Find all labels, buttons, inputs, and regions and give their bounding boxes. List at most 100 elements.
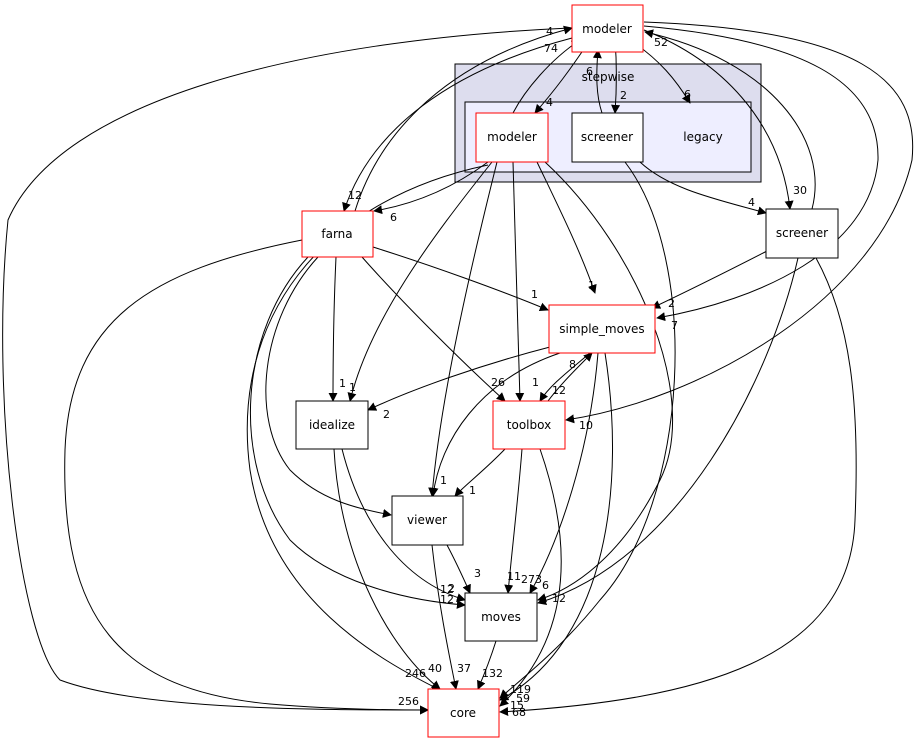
edge-label: 15 [510,699,524,712]
node-moves[interactable]: moves [464,592,538,642]
edge-simple-moves-to-idealize [367,346,551,411]
node-core-label: core [450,706,476,720]
node-stepwise-modeler-label: modeler [487,130,537,144]
edge-stepwise-modeler-to-moves [537,161,674,602]
edge-label: 12 [440,593,454,606]
edge-label: 6 [684,88,691,101]
node-modeler-label: modeler [582,22,632,36]
edge-stepwise-modeler-to-idealize [347,161,493,402]
edge-label: 2 [383,408,390,421]
edge-label: 2 [620,89,627,102]
edge-label: 40 [428,662,442,675]
edge-farna-to-idealize [328,256,338,402]
node-stepwise-screener[interactable]: screener [571,112,644,163]
node-simple-moves-box [548,304,656,354]
node-stepwise-screener-label: screener [581,130,633,144]
edge-label: 6 [390,211,397,224]
edge-modeler-to-toolbox [565,21,914,424]
node-farna[interactable]: farna [301,210,374,258]
edge-label: 273 [521,573,542,586]
edge-label: 4 [546,25,553,38]
node-screener-box [765,208,839,259]
node-viewer-label: viewer [407,513,447,527]
edge-idealize-to-moves [341,448,466,602]
node-stepwise-screener-box [571,112,644,163]
edge-simple-moves-to-moves [529,352,599,594]
edge-label: 2 [448,582,455,595]
edge-farna-to-toolbox [361,256,506,402]
edge-stepwise-screener-to-screener [639,161,767,216]
cluster-stepwise-label: stepwise [582,70,635,84]
node-viewer[interactable]: viewer [391,495,464,546]
edge-toolbox-to-simple-moves [547,352,593,402]
edge-stepwise-modeler-to-toolbox [512,161,525,402]
node-screener[interactable]: screener [765,208,839,259]
node-toolbox-label: toolbox [507,418,551,432]
edge-farna-to-moves [250,256,466,609]
node-idealize[interactable]: idealize [295,400,369,450]
edge-label: 7 [671,319,678,332]
edge-modeler-to-simple-moves [643,25,879,322]
edge-label: 256 [398,695,419,708]
edge-screener-to-modeler [644,29,816,210]
edge-label: 246 [405,667,426,680]
node-legacy[interactable]: legacy [683,130,722,144]
node-stepwise-modeler-box [475,112,549,163]
edge-stepwise-modeler-to-farna [373,161,489,215]
edge-label: 59 [516,692,530,705]
edge-farna-to-viewer [265,256,392,518]
edge-label: 12 [552,384,566,397]
edge-screener-to-moves [537,257,799,605]
node-screener-label: screener [776,226,828,240]
node-moves-label: moves [481,610,521,624]
node-toolbox-box [492,400,566,450]
edge-modeler-to-farna [342,37,573,212]
node-modeler[interactable]: modeler [571,4,644,53]
edge-label: 1 [531,288,538,301]
edge-viewer-to-moves [446,544,471,594]
edge-stepwise-screener-to-modeler [592,49,603,114]
edge-label: 1 [588,279,595,292]
edge-label: 1 [532,376,539,389]
node-legacy-label: legacy [683,130,722,144]
node-toolbox[interactable]: toolbox [492,400,566,450]
edge-viewer-to-core [431,544,459,690]
edge-label: 68 [512,706,526,719]
edge-farna-to-core [64,239,429,715]
edge-label: 52 [654,36,668,49]
edge-label: 12 [348,189,362,202]
edge-label: 119 [510,683,531,696]
node-idealize-label: idealize [309,418,355,432]
edge-label: 12 [440,583,454,596]
edge-screener-to-simple-moves [651,249,770,309]
edge-labels: 4 74 52 6 2 6 4 12 6 30 4 1 2 7 1 1 2 26… [339,25,807,719]
edge-simple-moves-to-core [499,352,614,701]
edge-toolbox-to-core [499,448,562,707]
edge-toolbox-to-viewer [454,448,506,497]
edge-farna-to-modeler [354,25,573,212]
edge-label: 1 [469,484,476,497]
edge-label: 11 [507,570,521,583]
node-simple-moves-label: simple_moves [559,322,644,336]
edge-label: 26 [491,376,505,389]
node-core[interactable]: core [427,688,500,738]
edge-modeler-to-screener [643,29,794,210]
node-farna-label: farna [321,227,352,241]
edge-label: 4 [748,196,755,209]
edge-toolbox-to-moves [504,448,523,594]
node-core-box [427,688,500,738]
edge-label: 3 [474,567,481,580]
edge-label: 12 [552,592,566,605]
edge-label: 6 [586,65,593,78]
edge-label: 37 [457,662,471,675]
edge-label: 1 [339,377,346,390]
edge-moves-to-core [477,640,497,690]
node-stepwise-modeler[interactable]: modeler [475,112,549,163]
edge-label: 2 [668,297,675,310]
edge-label: 74 [544,42,558,55]
edge-idealize-to-core [333,448,441,690]
edge-screener-to-core [499,257,857,717]
edge-label: 1 [440,474,447,487]
node-simple-moves[interactable]: simple_moves [548,304,656,354]
